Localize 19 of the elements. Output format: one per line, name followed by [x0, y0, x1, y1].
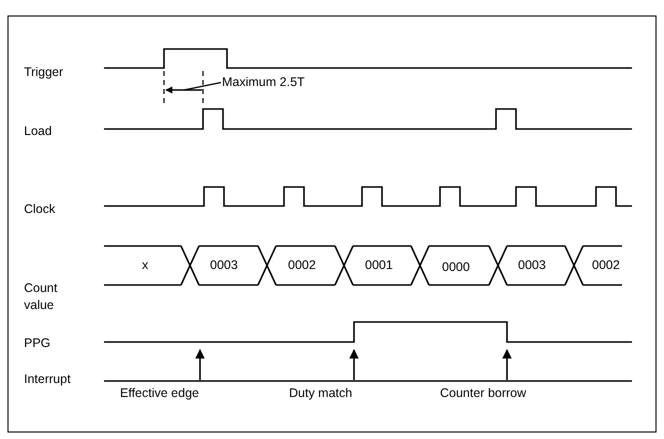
signal-label: Trigger — [24, 65, 64, 80]
leader-line — [184, 82, 222, 91]
count-value: 0003 — [210, 258, 238, 273]
annotation-text: Maximum 2.5T — [222, 75, 305, 90]
event-label: Effective edge — [120, 386, 199, 401]
signal-label: Load — [24, 124, 52, 139]
count-value: 0000 — [442, 260, 470, 275]
count-value: 0002 — [288, 258, 316, 273]
signal-label: Count value — [24, 280, 58, 314]
count-value: 0003 — [518, 258, 546, 273]
event-label: Duty match — [289, 386, 352, 401]
dimension-line — [165, 86, 202, 94]
signal-label: Clock — [24, 202, 56, 217]
signal-label: PPG — [24, 336, 50, 351]
count-value: x — [142, 258, 148, 273]
signal-label: Interrupt — [24, 372, 71, 387]
count-value: 0001 — [365, 258, 393, 273]
event-label: Counter borrow — [440, 386, 526, 401]
count-value: 0002 — [592, 258, 620, 273]
